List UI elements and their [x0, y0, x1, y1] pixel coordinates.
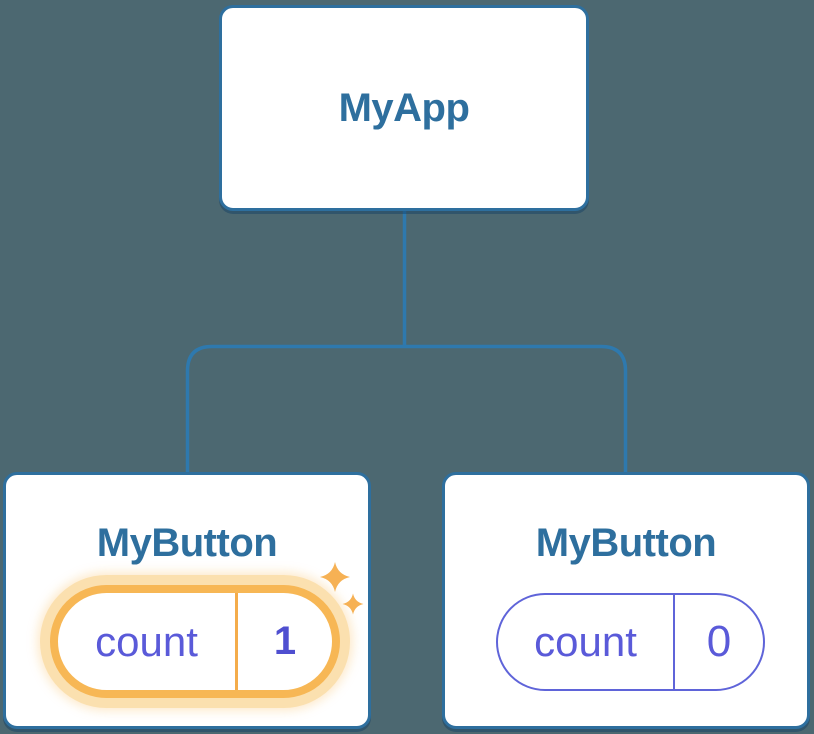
state-value: 0 [706, 617, 732, 666]
component-name-label: MyButton [535, 521, 717, 565]
state-divider [673, 595, 675, 689]
state-pill: count 0 [496, 593, 765, 691]
state-name: count [95, 617, 198, 665]
state-pill-highlighted: count 1 [50, 585, 340, 698]
component-node-myapp: MyApp [219, 5, 589, 211]
sparkles-icon [320, 562, 364, 615]
component-node-mybutton-left: MyButton count 1 [3, 472, 371, 729]
state-value: 1 [273, 619, 297, 663]
component-name-label: MyApp [338, 85, 470, 130]
connector-branch-line [185, 344, 628, 474]
component-name-label: MyButton [96, 521, 278, 565]
state-name: count [534, 618, 637, 665]
state-divider [235, 593, 238, 690]
component-node-mybutton-right: MyButton count 0 [442, 472, 810, 729]
